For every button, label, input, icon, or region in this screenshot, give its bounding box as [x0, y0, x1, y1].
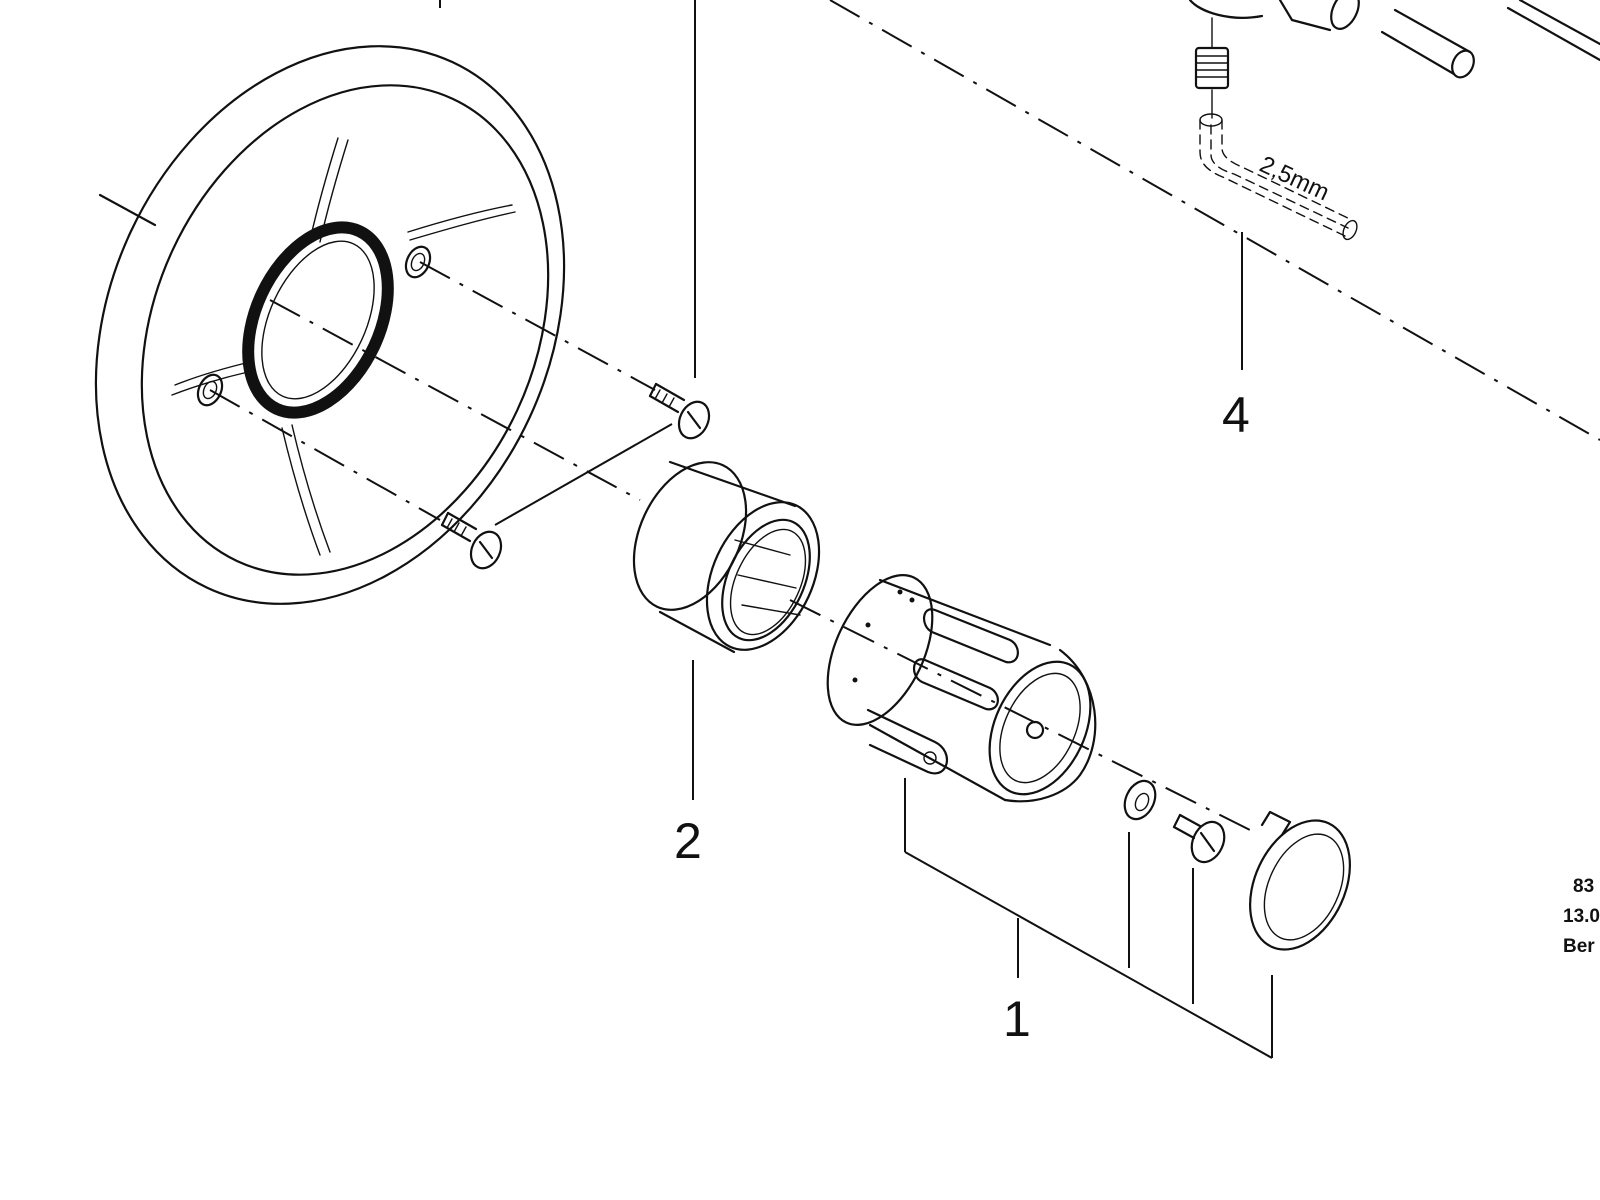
- handle-screw: [1172, 813, 1226, 864]
- escutcheon-plate: [94, 45, 566, 605]
- grub-screw: [1194, 17, 1230, 119]
- hex-key-size-label: 2,5mm: [1255, 151, 1333, 206]
- stamp-line-3: Ber: [1563, 936, 1595, 957]
- screw-axis-upper: [419, 261, 656, 391]
- drawing-stamp: 83 13.0 Ber: [1563, 876, 1600, 957]
- washer: [1123, 779, 1157, 821]
- callout-item-4: 4: [1222, 387, 1250, 443]
- main-axis-centre: [269, 299, 641, 501]
- stamp-line-1: 83: [1573, 876, 1594, 897]
- mounting-screw-lower: [440, 511, 503, 570]
- callout-item-2: 2: [674, 813, 702, 869]
- stamp-line-2: 13.0: [1563, 906, 1600, 927]
- hex-key: 2,5mm: [1199, 113, 1358, 241]
- handle-knob: [826, 574, 1097, 803]
- cover-cap: [1249, 810, 1351, 951]
- assembly-axes: [209, 0, 1600, 831]
- main-axis-knob: [789, 599, 1251, 831]
- leader-lines: [439, 0, 1273, 1059]
- callout-item-1: 1: [1003, 991, 1031, 1047]
- cartridge-fragment: [1188, 0, 1600, 79]
- sleeve-part: [632, 460, 821, 654]
- mounting-screw-upper: [648, 382, 711, 440]
- screw-axis-lower: [209, 389, 441, 521]
- main-axis-top: [829, 0, 1600, 441]
